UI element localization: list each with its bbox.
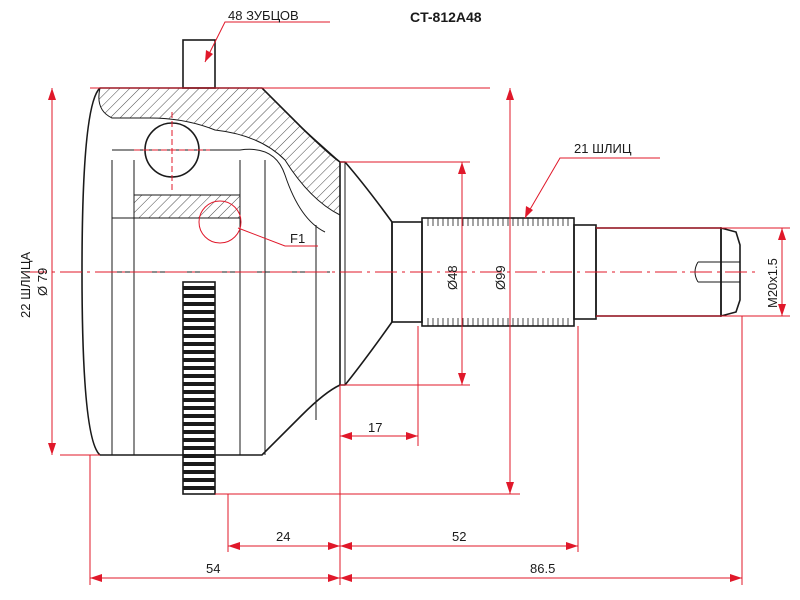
neck [340,161,393,386]
abs-ring [182,281,216,495]
label-spline-outer: 21 ШЛИЦ [574,141,632,156]
dim-54: 54 [206,561,220,576]
abs-tooth [183,342,215,346]
abs-tooth [183,486,215,490]
abs-tooth-top [182,39,216,89]
abs-tooth [183,454,215,458]
spline-ticks [427,218,569,326]
abs-tooth [183,374,215,378]
abs-tooth [183,286,215,290]
dim-52: 52 [452,529,466,544]
abs-tooth [183,358,215,362]
dim-86: 86.5 [530,561,555,576]
inner-race [112,148,326,233]
housing-section [98,87,341,216]
drawing-title: CT-812A48 [410,9,482,25]
label-thread: M20x1.5 [765,258,780,308]
label-spline-inner: 22 ШЛИЦА [18,252,33,318]
abs-tooth [183,294,215,298]
abs-tooth [183,398,215,402]
label-teeth: 48 ЗУБЦОВ [228,8,299,23]
abs-tooth [183,366,215,370]
leader-f1 [237,227,318,247]
abs-tooth [183,318,215,322]
detail-f1-circle [198,200,242,244]
abs-tooth [183,422,215,426]
abs-tooth [183,446,215,450]
abs-tooth [183,326,215,330]
abs-tooth [183,478,215,482]
dim-24: 24 [276,529,290,544]
abs-tooth [183,462,215,466]
label-f1: F1 [290,231,305,246]
label-dia-48: Ø48 [445,265,460,290]
dim-17: 17 [368,420,382,435]
abs-tooth [183,470,215,474]
abs-tooth [183,302,215,306]
abs-tooth [183,390,215,394]
abs-tooth [183,430,215,434]
joint-part [81,39,741,495]
abs-tooth [183,438,215,442]
leader-spline [524,157,660,219]
text-labels: CT-812A48 48 ЗУБЦОВ 21 ШЛИЦ F1 22 ШЛИЦА … [18,8,780,576]
dimension-lines [48,21,790,585]
label-dia-79: Ø 79 [35,268,50,296]
label-dia-99: Ø99 [493,265,508,290]
abs-tooth [183,310,215,314]
abs-tooth [183,382,215,386]
race-section [133,194,241,219]
abs-tooth [183,350,215,354]
abs-tooth [183,334,215,338]
abs-tooth [183,406,215,410]
abs-tooth [183,414,215,418]
leader-teeth [204,21,330,63]
